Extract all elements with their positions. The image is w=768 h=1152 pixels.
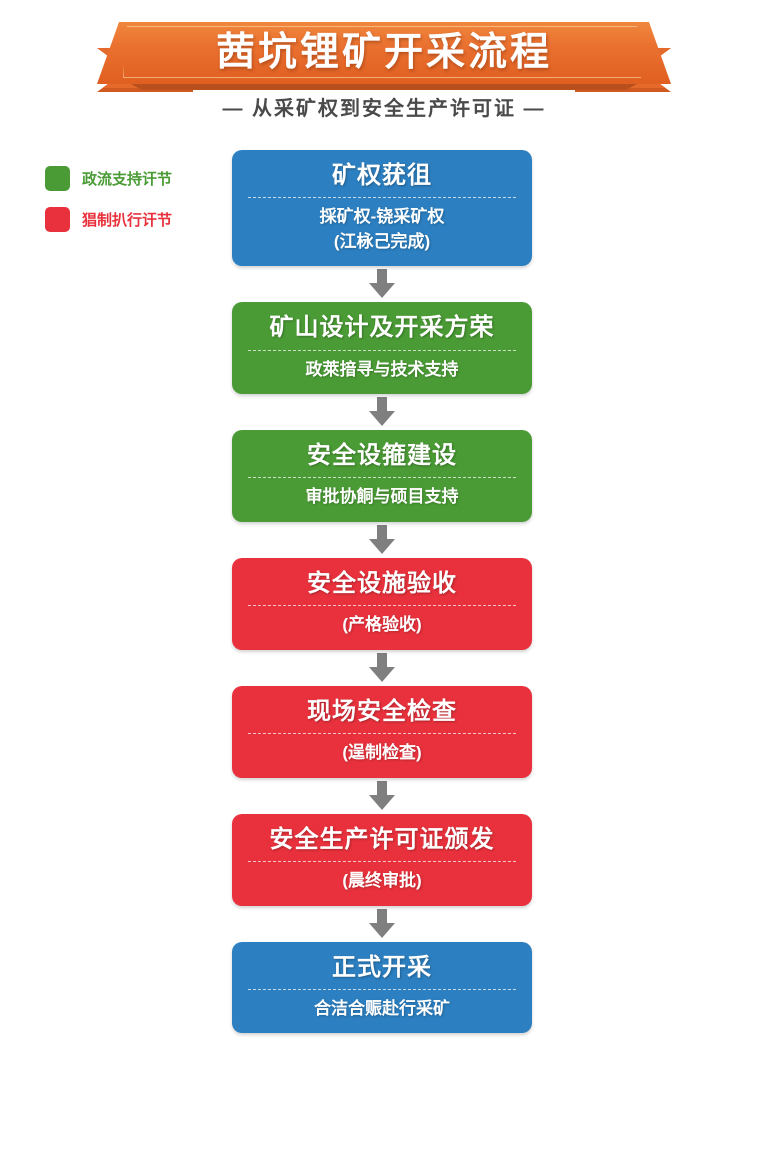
flow-node-7-sub-line1: 合洁合赈赴行采矿 — [314, 998, 450, 1018]
flow-node-5[interactable]: 现场安全检查 (逞制检查) — [232, 685, 532, 778]
flow-node-1-title: 矿权莸徂 — [332, 162, 432, 189]
flow-node-2-title: 矿山设计及开采方荣 — [269, 314, 495, 342]
flow-node-4-title: 安全设施验收 — [307, 570, 457, 598]
flow-node-3-divider — [248, 477, 516, 479]
flow-arrow-3 — [232, 522, 532, 558]
flow-node-3[interactable]: 安全设箍建设 审批协餇与硕目支持 — [232, 430, 532, 523]
page-subtitle: — 从采矿权到安全生产许可证 — — [222, 98, 546, 120]
flow-node-5-sub-line1: (逞制检查) — [342, 743, 422, 763]
flow-arrow-5 — [232, 778, 532, 814]
flow-node-7[interactable]: 正式开采 合洁合赈赴行采矿 — [232, 941, 532, 1034]
legend-item-enforcement: 猖制扒行讦节 — [45, 204, 225, 234]
flow-node-5-divider — [248, 733, 516, 735]
flow-arrow-6 — [232, 906, 532, 942]
flow-node-3-sub-line1: 审批协餇与硕目支持 — [305, 487, 459, 507]
arrow-down-icon — [369, 397, 395, 427]
flowchart: 矿权莸徂 採矿权-铙采矿权 (江栐己完成) 矿山设计及开采方荣 政萊揞寻与技术支… — [232, 150, 532, 1034]
arrow-down-icon — [369, 269, 395, 299]
arrow-down-icon — [369, 525, 395, 555]
flow-node-3-title: 安全设箍建设 — [307, 442, 457, 470]
flow-node-1-divider — [248, 197, 516, 199]
flow-node-1[interactable]: 矿权莸徂 採矿权-铙采矿权 (江栐己完成) — [232, 150, 532, 267]
flow-arrow-1 — [232, 266, 532, 302]
arrow-down-icon — [369, 908, 395, 938]
arrow-down-icon — [369, 780, 395, 810]
arrow-down-icon — [369, 652, 395, 682]
flow-arrow-4 — [232, 650, 532, 686]
flow-arrow-2 — [232, 394, 532, 430]
legend-item-policy: 政流支持讦节 — [45, 163, 225, 193]
flow-node-1-sub-line2: (江栐己完成) — [333, 231, 431, 251]
flow-node-2[interactable]: 矿山设计及开采方荣 政萊揞寻与技术支持 — [232, 302, 532, 395]
flow-node-5-title: 现场安全检查 — [307, 697, 457, 725]
flow-node-6-divider — [248, 860, 516, 862]
page-title: 茜坑锂矿开采流程 — [215, 31, 552, 74]
flow-node-4-divider — [248, 605, 516, 607]
flow-node-4[interactable]: 安全设施验收 (产格验收) — [232, 558, 532, 650]
flow-node-2-sub-line1: 政萊揞寻与技术支持 — [305, 359, 459, 379]
legend-label-enforcement: 猖制扒行讦节 — [82, 211, 173, 229]
legend-swatch-red — [45, 206, 70, 232]
banner: 茜坑锂矿开采流程 — 从采矿权到安全生产许可证 — — [0, 0, 768, 132]
legend: 政流支持讦节 猖制扒行讦节 — [45, 163, 225, 245]
flow-node-7-divider — [248, 988, 516, 990]
flow-node-1-sub-line1: 採矿权-铙采矿权 — [319, 207, 445, 227]
flow-node-7-title: 正式开采 — [332, 953, 432, 981]
legend-swatch-green — [45, 165, 70, 191]
flow-node-6[interactable]: 安全生产许可证颁发 (晨终审批) — [232, 813, 532, 906]
flow-node-4-sub-line1: (产格验收) — [342, 615, 422, 635]
legend-label-policy: 政流支持讦节 — [82, 170, 173, 188]
flow-node-2-divider — [248, 349, 516, 351]
flow-node-6-sub-line1: (晨终审批) — [342, 870, 422, 890]
flow-node-6-title: 安全生产许可证颁发 — [269, 825, 495, 853]
